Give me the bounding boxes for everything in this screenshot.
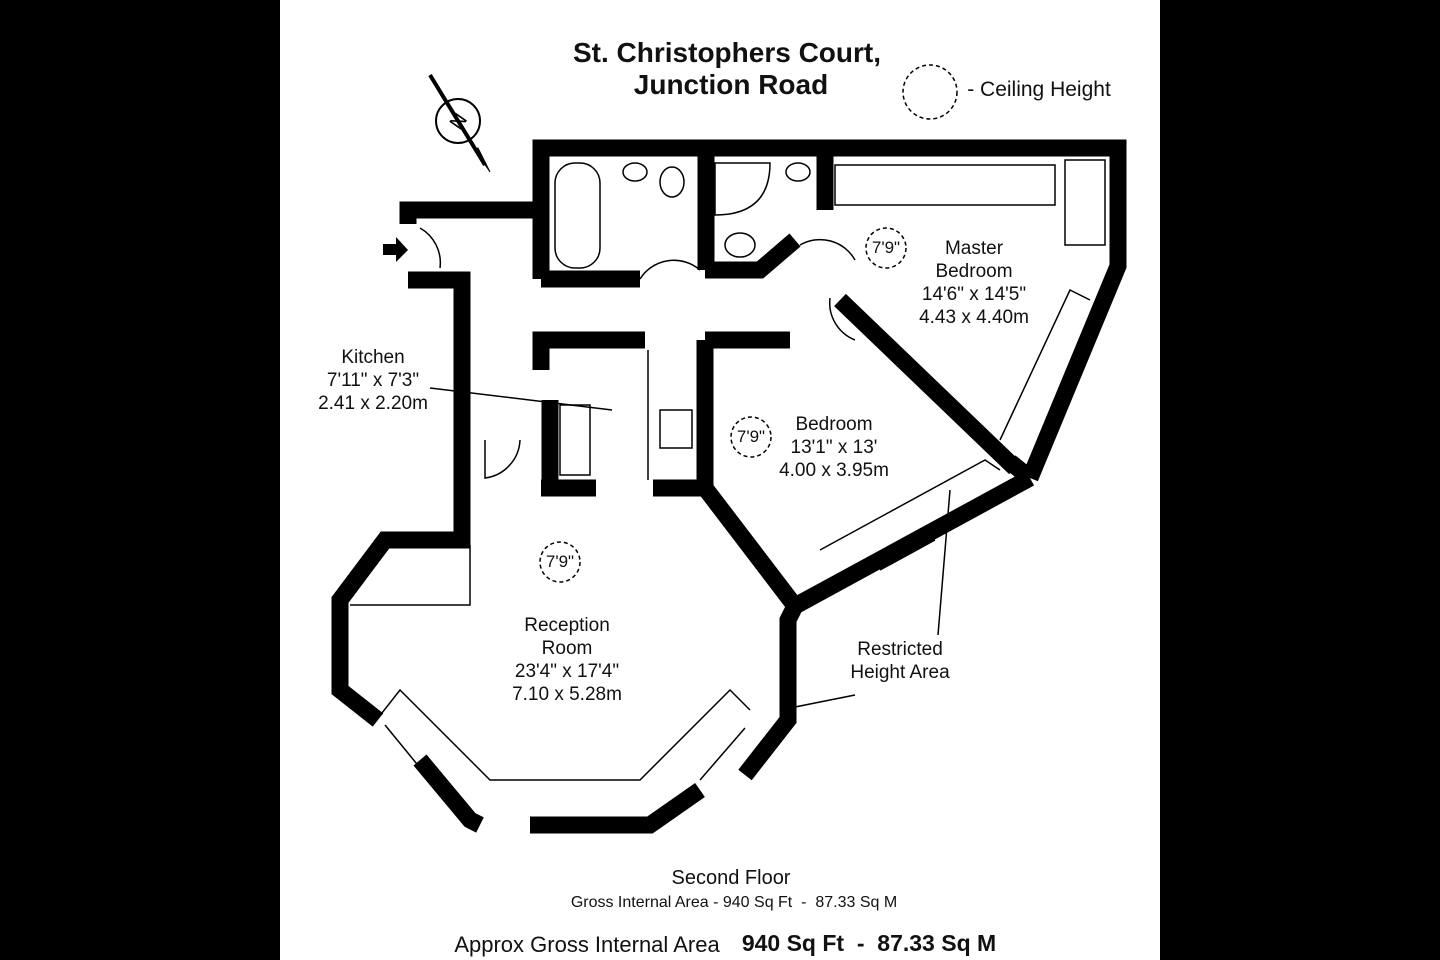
reception-imperial: 23'4" x 17'4" bbox=[514, 661, 620, 682]
walls bbox=[331, 139, 1127, 834]
wall-reception-left bbox=[331, 271, 471, 727]
kitchen-metric: 2.41 x 2.20m bbox=[318, 393, 428, 414]
ceiling-circle-master bbox=[865, 227, 907, 269]
toilet-1 bbox=[659, 166, 685, 198]
kitchen-name: Kitchen bbox=[341, 347, 405, 368]
compass-n: N bbox=[446, 109, 472, 133]
restricted-reception bbox=[350, 545, 471, 606]
wall-bedroom-south bbox=[790, 470, 1035, 614]
wall-reception-bottom-left bbox=[413, 754, 484, 833]
window-master bbox=[1054, 339, 1081, 401]
wall-top bbox=[532, 139, 1127, 482]
kitchen-label: Kitchen 7'11" x 7'3" 2.41 x 2.20m bbox=[318, 346, 428, 415]
basin-1 bbox=[622, 162, 648, 182]
window-reception-left bbox=[384, 724, 431, 781]
bedroom-imperial: 13'1" x 13' bbox=[790, 437, 878, 458]
fixtures bbox=[350, 159, 1106, 833]
shower bbox=[714, 162, 771, 216]
toilet-2 bbox=[724, 232, 756, 258]
wall-master-diagonal bbox=[834, 293, 1021, 475]
master-imperial: 14'6" x 14'5" bbox=[921, 284, 1027, 305]
restricted-leader-1 bbox=[779, 694, 856, 711]
kitchen-counter bbox=[559, 404, 591, 476]
bedroom-metric: 4.00 x 3.95m bbox=[779, 460, 889, 481]
ceiling-circle-reception bbox=[539, 541, 581, 583]
wall-kitchen-top bbox=[532, 331, 645, 370]
ceiling-master: 7'9" bbox=[871, 238, 901, 257]
door-kitchen bbox=[484, 439, 521, 479]
hob bbox=[659, 409, 693, 449]
reception-name1: Reception bbox=[524, 615, 610, 636]
gross-area: Gross Internal Area - 940 Sq Ft - 87.33 … bbox=[570, 894, 898, 911]
entrance-arrow-icon bbox=[383, 237, 408, 262]
ceiling-reception: 7'9" bbox=[545, 552, 575, 571]
basin-2 bbox=[785, 162, 811, 182]
reception-label: Reception Room 23'4" x 17'4" 7.10 x 5.28… bbox=[512, 614, 622, 706]
floor-name: Second Floor bbox=[671, 867, 791, 889]
bath-tub bbox=[554, 162, 601, 269]
master-name1: Master bbox=[944, 238, 1004, 259]
cupboard-master bbox=[1064, 159, 1106, 246]
wall-reception-bottom-right bbox=[530, 783, 705, 834]
restricted-reception-bottom bbox=[377, 688, 751, 781]
wall-bedroom-sw bbox=[698, 482, 802, 612]
door-ensuite bbox=[799, 238, 856, 261]
bedroom-label: Bedroom 13'1" x 13' 4.00 x 3.95m bbox=[779, 413, 889, 482]
wardrobe-master bbox=[834, 164, 1056, 206]
approx-value: 940 Sq Ft - 87.33 Sq M bbox=[741, 930, 997, 956]
restricted-leader-2 bbox=[937, 489, 951, 636]
master-name2: Bedroom bbox=[935, 261, 1013, 282]
window-bedroom bbox=[879, 539, 936, 571]
bedroom-name: Bedroom bbox=[795, 414, 873, 435]
master-bedroom-label: Master Bedroom 14'6" x 14'5" 4.43 x 4.40… bbox=[919, 237, 1029, 329]
door-entrance bbox=[419, 227, 442, 269]
kitchen-leader bbox=[429, 387, 613, 411]
kitchen-imperial: 7'11" x 7'3" bbox=[326, 370, 420, 391]
title-line2: Junction Road bbox=[633, 69, 829, 100]
reception-name2: Room bbox=[541, 638, 593, 659]
door-bath bbox=[639, 259, 701, 280]
door-master bbox=[828, 297, 856, 341]
ceiling-circle-bedroom bbox=[730, 416, 772, 458]
approx-label: Approx Gross Internal Area bbox=[454, 932, 720, 957]
wall-reception-right bbox=[738, 602, 803, 781]
ceiling-legend-label: - Ceiling Height bbox=[967, 78, 1111, 101]
restricted-master bbox=[999, 288, 1091, 441]
restricted-line1: Restricted bbox=[857, 639, 943, 660]
wall-entrance-top bbox=[399, 201, 541, 224]
restricted-bedroom bbox=[819, 459, 1001, 551]
ceiling-bedroom: 7'9" bbox=[736, 427, 766, 446]
ceiling-legend-icon bbox=[902, 64, 958, 120]
title-line1: St. Christophers Court, bbox=[572, 37, 882, 68]
wall-bath2-bottom bbox=[705, 233, 801, 279]
restricted-line2: Height Area bbox=[850, 662, 950, 683]
master-metric: 4.43 x 4.40m bbox=[919, 307, 1029, 328]
reception-metric: 7.10 x 5.28m bbox=[512, 684, 622, 705]
window-reception-right bbox=[699, 727, 746, 781]
compass-icon bbox=[428, 73, 491, 173]
restricted-label: Restricted Height Area bbox=[850, 638, 949, 684]
